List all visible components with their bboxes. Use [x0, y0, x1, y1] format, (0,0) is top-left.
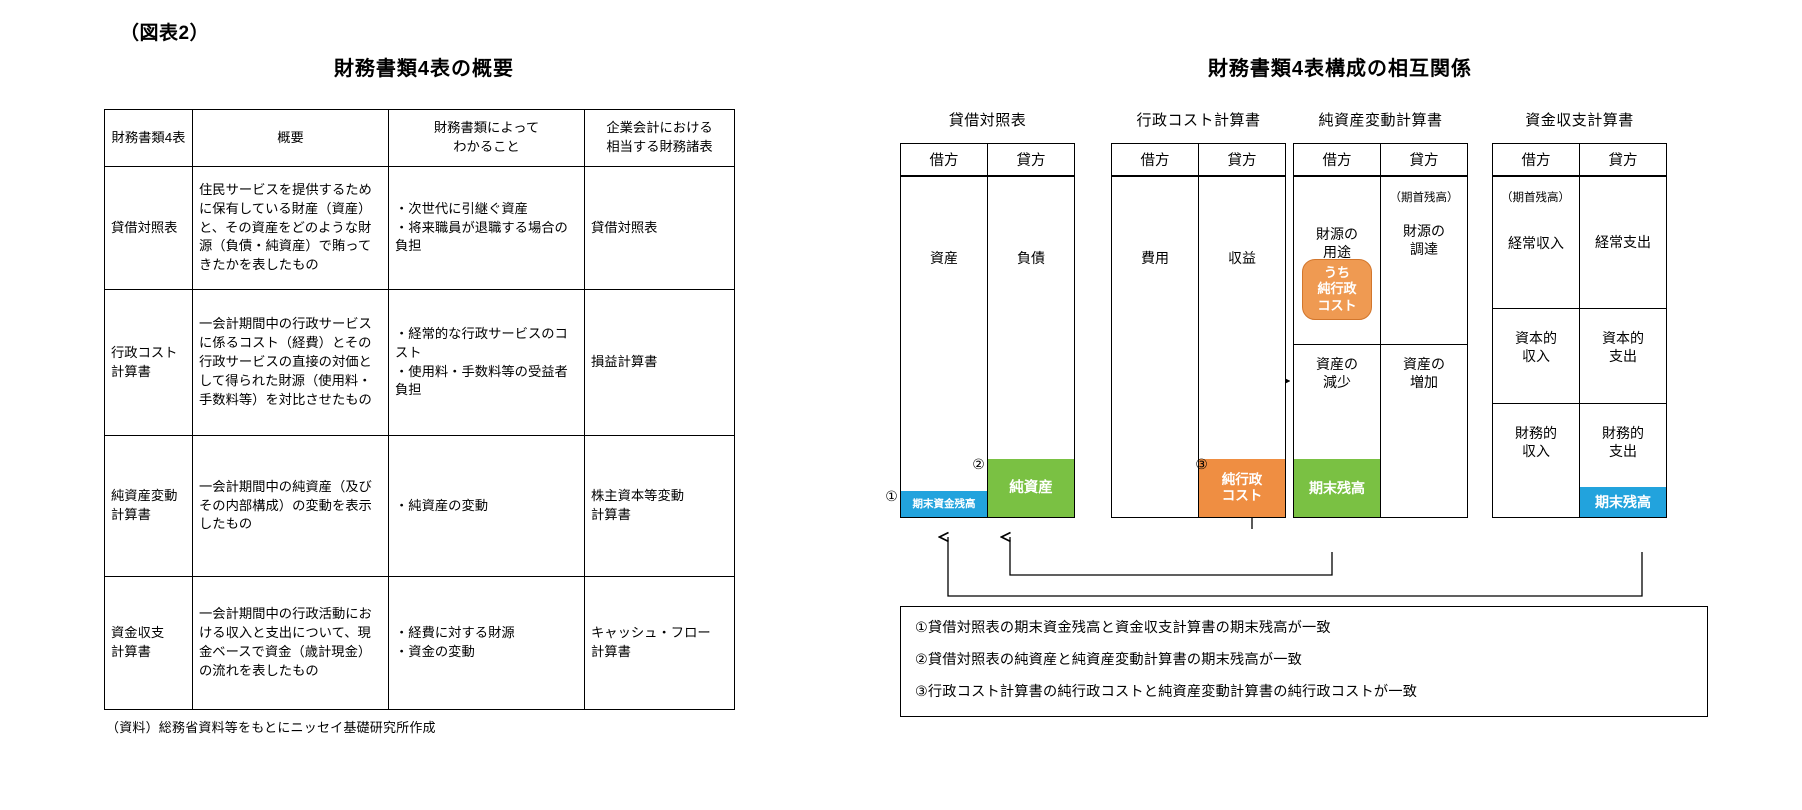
- credit-header: 貸方: [1227, 153, 1257, 169]
- cell-description: 住民サービスを提供するために保有している財産（資産）と、その資産をどのような財源…: [192, 166, 389, 290]
- credit-financial-expense-segment: 財務的支出 期末残高: [1580, 404, 1666, 517]
- left-section: 財務書類4表の概要 財務書類4表 概要 財務書類によって わかること 企業会計に…: [104, 52, 744, 736]
- figure-label: （図表2）: [120, 23, 210, 44]
- cell-description: 一会計期間中の行政サービスに係るコスト（経費）とその行政サービスの直接の対価とし…: [192, 289, 389, 436]
- source-note: （資料）総務省資料等をもとにニッセイ基礎研究所作成: [106, 720, 436, 735]
- cell-statement-name: 行政コスト計算書: [104, 289, 193, 436]
- cell-statement-name: 貸借対照表: [104, 166, 193, 290]
- bar-net-assets: 純資産: [988, 459, 1074, 517]
- statement-cash-flow: 資金収支計算書 借方 貸方 （期首残高） 経常収入 資本的収入 財務的収入: [1492, 112, 1667, 518]
- credit-side: （期首残高） 財源の調達 資産の増加: [1381, 177, 1467, 517]
- credit-item-revenue: 収益: [1228, 250, 1256, 266]
- notes-box: ①貸借対照表の期末資金残高と資金収支計算書の期末残高が一致 ②貸借対照表の純資産…: [900, 606, 1708, 717]
- credit-header: 貸方: [1409, 153, 1439, 169]
- note-2: ②貸借対照表の純資産と純資産変動計算書の期末残高が一致: [915, 652, 1302, 669]
- credit-item-ordinary-expense: 経常支出: [1580, 177, 1666, 309]
- debit-header: 借方: [901, 144, 988, 175]
- cell-corporate-equivalent: 貸借対照表: [584, 166, 735, 290]
- statement-title: 貸借対照表: [948, 112, 1027, 129]
- left-section-title: 財務書類4表の概要: [333, 58, 515, 80]
- debit-item-source-usage: 財源の用途: [1316, 226, 1358, 261]
- opening-balance-note: （期首残高）: [1389, 192, 1459, 204]
- cell-statement-name: 資金収支計算書: [104, 576, 193, 710]
- debit-item-financial-income: 財務的収入: [1515, 425, 1557, 460]
- t-account-box: 借方 貸方 （期首残高） 経常収入 資本的収入 財務的収入 経常支出 資本: [1492, 143, 1667, 518]
- debit-ordinary-segment: （期首残高） 経常収入: [1493, 177, 1579, 309]
- cell-description: 一会計期間中の行政活動における収入と支出について、現金ベースで資金（歳計現金）の…: [192, 576, 389, 710]
- statement-title: 行政コスト計算書: [1136, 112, 1261, 129]
- debit-item-capital-income: 資本的収入: [1493, 309, 1579, 404]
- debit-item-asset-decrease: 資産の減少: [1316, 356, 1358, 391]
- credit-item-source-procurement: 財源の調達: [1403, 222, 1445, 258]
- debit-item-assets: 資産: [930, 250, 958, 266]
- bar-net-admin-cost: 純行政コスト: [1199, 459, 1285, 517]
- credit-header: 貸方: [1016, 153, 1046, 169]
- table-row: 資金収支計算書 一会計期間中の行政活動における収入と支出について、現金ベースで資…: [104, 576, 735, 710]
- opening-balance-note: （期首残高）: [1501, 192, 1570, 204]
- debit-header: 借方: [1294, 144, 1381, 175]
- debit-side: 資産 期末資金残高: [901, 177, 988, 517]
- t-account-box: 借方 貸方 費用 収益 純行政コスト: [1111, 143, 1286, 518]
- credit-header: 貸方: [1608, 153, 1638, 169]
- statement-net-asset-change: 純資産変動計算書 借方 貸方 財源の用途 うち純行政コスト 資産の減少 期末残高: [1293, 112, 1468, 518]
- t-account-box: 借方 貸方 財源の用途 うち純行政コスト 資産の減少 期末残高: [1293, 143, 1468, 518]
- cell-insights: ・経常的な行政サービスのコスト・使用料・手数料等の受益者負担: [388, 289, 585, 436]
- table-row: 貸借対照表 住民サービスを提供するために保有している財産（資産）と、その資産をど…: [104, 166, 735, 290]
- cell-corporate-equivalent: 株主資本等変動計算書: [584, 435, 735, 577]
- note-3: ③行政コスト計算書の純行政コストと純資産変動計算書の純行政コストが一致: [915, 684, 1418, 701]
- statement-admin-cost: 行政コスト計算書 借方 貸方 費用 収益 純行政コスト ③: [1111, 112, 1286, 518]
- bar-closing-cash-balance: 期末資金残高: [901, 491, 987, 517]
- debit-side: 財源の用途 うち純行政コスト 資産の減少 期末残高: [1294, 177, 1381, 517]
- credit-item-financial-expense: 財務的支出: [1602, 425, 1644, 460]
- credit-item-capital-expense: 資本的支出: [1580, 309, 1666, 404]
- right-section-title: 財務書類4表構成の相互関係: [1207, 58, 1473, 80]
- marker-3: ③: [1195, 456, 1208, 472]
- credit-source-procurement-segment: （期首残高） 財源の調達: [1381, 177, 1467, 345]
- table-row: 純資産変動計算書 一会計期間中の純資産（及びその内部構成）の変動を表示したもの …: [104, 435, 735, 577]
- debit-header: 借方: [1493, 144, 1580, 175]
- col-header-corporate: 企業会計における 相当する財務諸表: [584, 109, 735, 167]
- statement-title: 純資産変動計算書: [1318, 112, 1443, 129]
- cell-insights: ・経費に対する財源・資金の変動: [388, 576, 585, 710]
- debit-asset-decrease-segment: 資産の減少 期末残高: [1294, 345, 1380, 517]
- bar-closing-balance-cf: 期末残高: [1580, 487, 1666, 517]
- note-1: ①貸借対照表の期末資金残高と資金収支計算書の期末残高が一致: [915, 620, 1331, 636]
- table-header-row: 財務書類4表 概要 財務書類によって わかること 企業会計における 相当する財務…: [104, 109, 735, 167]
- t-account-box: 借方 貸方 資産 期末資金残高 負債 純資産: [900, 143, 1075, 518]
- cell-corporate-equivalent: 損益計算書: [584, 289, 735, 436]
- debit-header: 借方: [1112, 144, 1199, 175]
- credit-side: 負債 純資産: [988, 177, 1074, 517]
- bar-closing-balance: 期末残高: [1294, 459, 1380, 517]
- relationship-diagram: 貸借対照表 借方 貸方 資産 期末資金残高 負債 純資産 ①: [885, 109, 1780, 717]
- cell-corporate-equivalent: キャッシュ・フロー計算書: [584, 576, 735, 710]
- credit-item-asset-increase: 資産の増加: [1403, 356, 1445, 391]
- credit-side: 収益 純行政コスト: [1199, 177, 1285, 517]
- cell-insights: ・次世代に引継ぐ資産・将来職員が退職する場合の負担: [388, 166, 585, 290]
- credit-side: 経常支出 資本的支出 財務的支出 期末残高: [1580, 177, 1666, 517]
- cell-insights: ・純資産の変動: [388, 435, 585, 577]
- summary-table: 財務書類4表 概要 財務書類によって わかること 企業会計における 相当する財務…: [104, 109, 735, 710]
- right-section: 財務書類4表構成の相互関係 貸借対照表 借方: [885, 52, 1780, 717]
- marker-2: ②: [972, 456, 985, 472]
- debit-side: （期首残高） 経常収入 資本的収入 財務的収入: [1493, 177, 1580, 517]
- cell-statement-name: 純資産変動計算書: [104, 435, 193, 577]
- debit-item-ordinary-income: 経常収入: [1508, 234, 1564, 251]
- cell-description: 一会計期間中の純資産（及びその内部構成）の変動を表示したもの: [192, 435, 389, 577]
- credit-item-liabilities: 負債: [1017, 250, 1045, 266]
- debit-item-expenses: 費用: [1141, 250, 1169, 266]
- col-header-insights: 財務書類によって わかること: [388, 109, 585, 167]
- col-header-name: 財務書類4表: [104, 109, 193, 167]
- marker-1: ①: [885, 488, 898, 504]
- statement-title: 資金収支計算書: [1525, 112, 1634, 129]
- debit-source-usage-segment: 財源の用途 うち純行政コスト: [1294, 177, 1380, 345]
- debit-side: 費用: [1112, 177, 1199, 517]
- table-row: 行政コスト計算書 一会計期間中の行政サービスに係るコスト（経費）とその行政サービ…: [104, 289, 735, 436]
- statement-balance-sheet: 貸借対照表 借方 貸方 資産 期末資金残高 負債 純資産 ①: [885, 112, 1075, 518]
- pill-net-admin-cost: うち純行政コスト: [1302, 259, 1372, 320]
- col-header-overview: 概要: [192, 109, 389, 167]
